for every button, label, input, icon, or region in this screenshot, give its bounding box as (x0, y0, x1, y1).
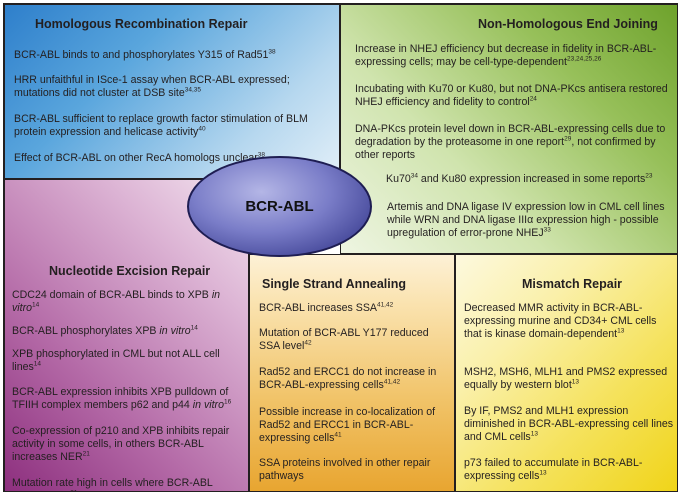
diagram-frame: Homologous Recombination Repair BCR-ABL … (3, 3, 678, 492)
mmr-panel: Mismatch Repair Decreased MMR activity i… (455, 254, 677, 491)
ner-item: XPB phosphorylated in CML but not ALL ce… (12, 348, 220, 373)
ssa-item: Possible increase in co-localization of … (259, 406, 436, 444)
hrr-item: BCR-ABL binds to and phosphorylates Y315… (14, 48, 276, 61)
ssa-item: BCR-ABL increases SSA41,42 (259, 301, 394, 314)
mmr-item: By IF, PMS2 and MLH1 expression diminish… (464, 405, 674, 443)
ner-item: BCR-ABL expression inhibits XPB pulldown… (12, 386, 232, 411)
hrr-item: HRR unfaithful in ISce-1 assay when BCR-… (14, 74, 290, 99)
ner-item: Co-expression of p210 and XPB inhibits r… (12, 425, 230, 463)
mmr-item: MSH2, MSH6, MLH1 and PMS2 expressed equa… (464, 366, 668, 391)
ssa-item: Rad52 and ERCC1 do not increase in BCR-A… (259, 366, 437, 391)
hrr-panel: Homologous Recombination Repair BCR-ABL … (4, 4, 340, 179)
mmr-title: Mismatch Repair (522, 277, 623, 291)
bcr-abl-hub: BCR-ABL (187, 156, 372, 257)
ssa-title: Single Strand Annealing (262, 277, 406, 291)
nhej-item: Increase in NHEJ efficiency but decrease… (355, 43, 657, 68)
nhej-item: Artemis and DNA ligase IV expression low… (387, 201, 665, 239)
ssa-item: SSA proteins involved in other repair pa… (259, 457, 431, 482)
hrr-title: Homologous Recombination Repair (35, 17, 248, 31)
nhej-item: Incubating with Ku70 or Ku80, but not DN… (355, 83, 668, 108)
ner-item: BCR-ABL phosphorylates XPB in vitro14 (12, 324, 198, 337)
nhej-title: Non-Homologous End Joining (478, 17, 658, 31)
nhej-item: Ku7034 and Ku80 expression increased in … (386, 172, 653, 185)
nhej-panel: Non-Homologous End Joining Increase in N… (340, 4, 677, 254)
hrr-item: Effect of BCR-ABL on other RecA homologs… (14, 151, 266, 164)
ner-item: Mutation rate high in cells where BCR-AB… (12, 477, 213, 491)
mmr-item: p73 failed to accumulate in BCR-ABL-expr… (464, 457, 643, 482)
ner-title: Nucleotide Excision Repair (49, 264, 211, 278)
nhej-item: DNA-PKcs protein level down in BCR-ABL-e… (355, 123, 666, 161)
ssa-item: Mutation of BCR-ABL Y177 reduced SSA lev… (259, 327, 429, 352)
ner-item: CDC24 domain of BCR-ABL binds to XPB in … (12, 289, 221, 314)
ssa-panel: Single Strand Annealing BCR-ABL increase… (249, 254, 455, 491)
hrr-item: BCR-ABL sufficient to replace growth fac… (14, 113, 308, 138)
bcr-abl-label: BCR-ABL (245, 198, 314, 215)
mmr-item: Decreased MMR activity in BCR-ABL-expres… (464, 302, 657, 340)
